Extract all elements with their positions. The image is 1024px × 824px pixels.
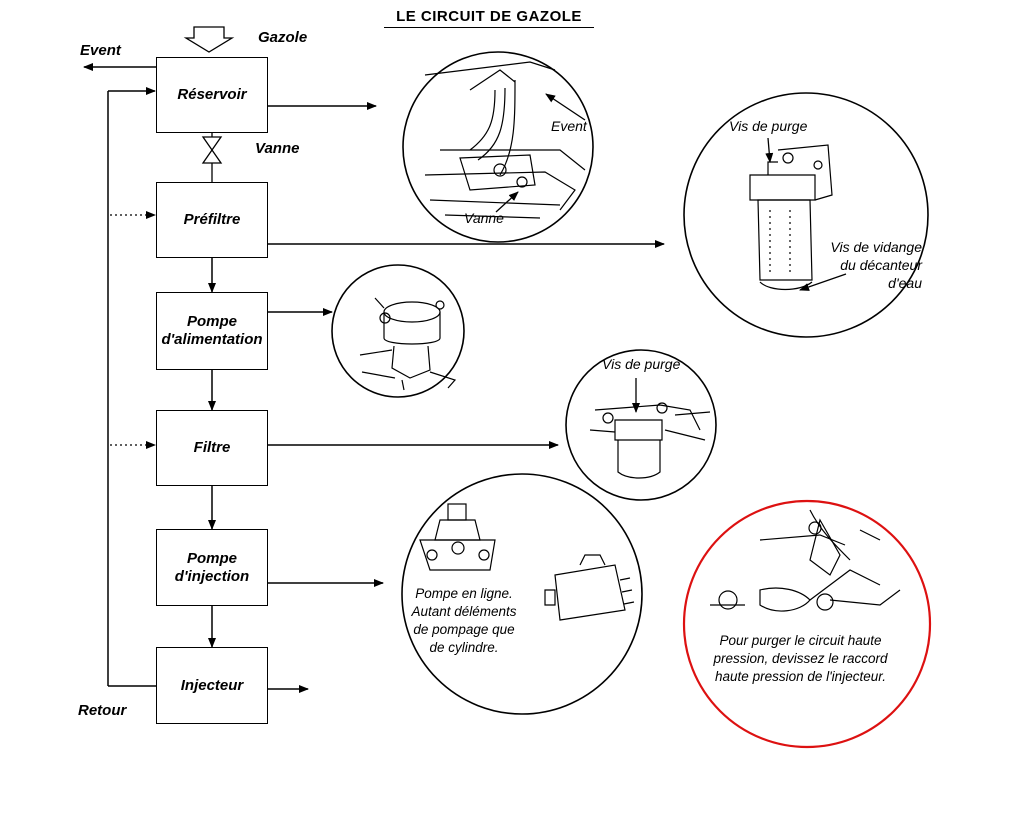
retour-label: Retour (78, 702, 127, 719)
prefilter-detail-circle (683, 92, 929, 338)
box-filtre-label: Filtre (193, 439, 231, 456)
injector-note: Pour purger le circuit haute pression, d… (698, 632, 903, 686)
box-reservoir: Réservoir (156, 57, 268, 133)
prefilter-vidange-line3: d'eau (888, 275, 922, 291)
prefilter-vidange-line1: Vis de vidange (830, 239, 922, 255)
box-prefiltre-label: Préfiltre (183, 211, 241, 228)
vanne-label: Vanne (255, 140, 300, 157)
box-prefiltre: Préfiltre (156, 182, 268, 258)
filter-vis-purge-callout: Vis de purge (602, 356, 681, 372)
injection-pump-note-line2: Autant déléments (411, 604, 517, 619)
title-underline (384, 27, 594, 28)
injection-pump-note-line3: de pompage que (413, 622, 515, 637)
box-reservoir-label: Réservoir (177, 86, 247, 103)
injection-pump-note: Pompe en ligne. Autant déléments de pomp… (400, 585, 528, 657)
return-line (107, 87, 156, 687)
prefilter-vidange-callout: Vis de vidange du décanteur d'eau (812, 238, 922, 292)
box-pompe-injection-line2: d'injection (174, 567, 250, 585)
box-filtre: Filtre (156, 410, 268, 486)
box-pompe-alimentation-line1: Pompe (186, 313, 237, 330)
tank-event-callout: Event (551, 118, 587, 134)
gazole-label: Gazole (258, 29, 308, 46)
tank-detail-circle (402, 51, 594, 243)
prefilter-vis-purge-callout: Vis de purge (729, 118, 808, 134)
box-injecteur: Injecteur (156, 647, 268, 724)
injection-pump-note-line4: de cylindre. (429, 640, 499, 655)
vanne-valve-symbol (201, 133, 223, 182)
event-label: Event (80, 42, 121, 59)
feed-pump-detail-circle (331, 264, 465, 398)
gazole-inlet-arrow (183, 26, 235, 53)
injection-pump-note-line1: Pompe en ligne. (415, 586, 513, 601)
box-pompe-alimentation: Pompe d'alimentation (156, 292, 268, 370)
box-pompe-alimentation-line2: d'alimentation (161, 331, 263, 348)
prefilter-vidange-line2: du décanteur (840, 257, 922, 273)
box-injecteur-label: Injecteur (180, 676, 244, 694)
injection-pump-detail-circle (401, 473, 643, 715)
diagram-title: LE CIRCUIT DE GAZOLE (396, 8, 582, 25)
injector-note-line1: Pour purger le circuit haute (719, 633, 882, 648)
injector-detail-circle (682, 499, 932, 749)
tank-vanne-callout: Vanne (464, 210, 504, 226)
box-pompe-injection-line1: Pompe (186, 549, 237, 567)
injector-note-line2: pression, devissez le raccord (713, 651, 888, 666)
filter-detail-circle (565, 349, 717, 501)
box-pompe-injection: Pompe d'injection (156, 529, 268, 606)
injector-note-line3: haute pression de l'injecteur. (715, 669, 886, 684)
